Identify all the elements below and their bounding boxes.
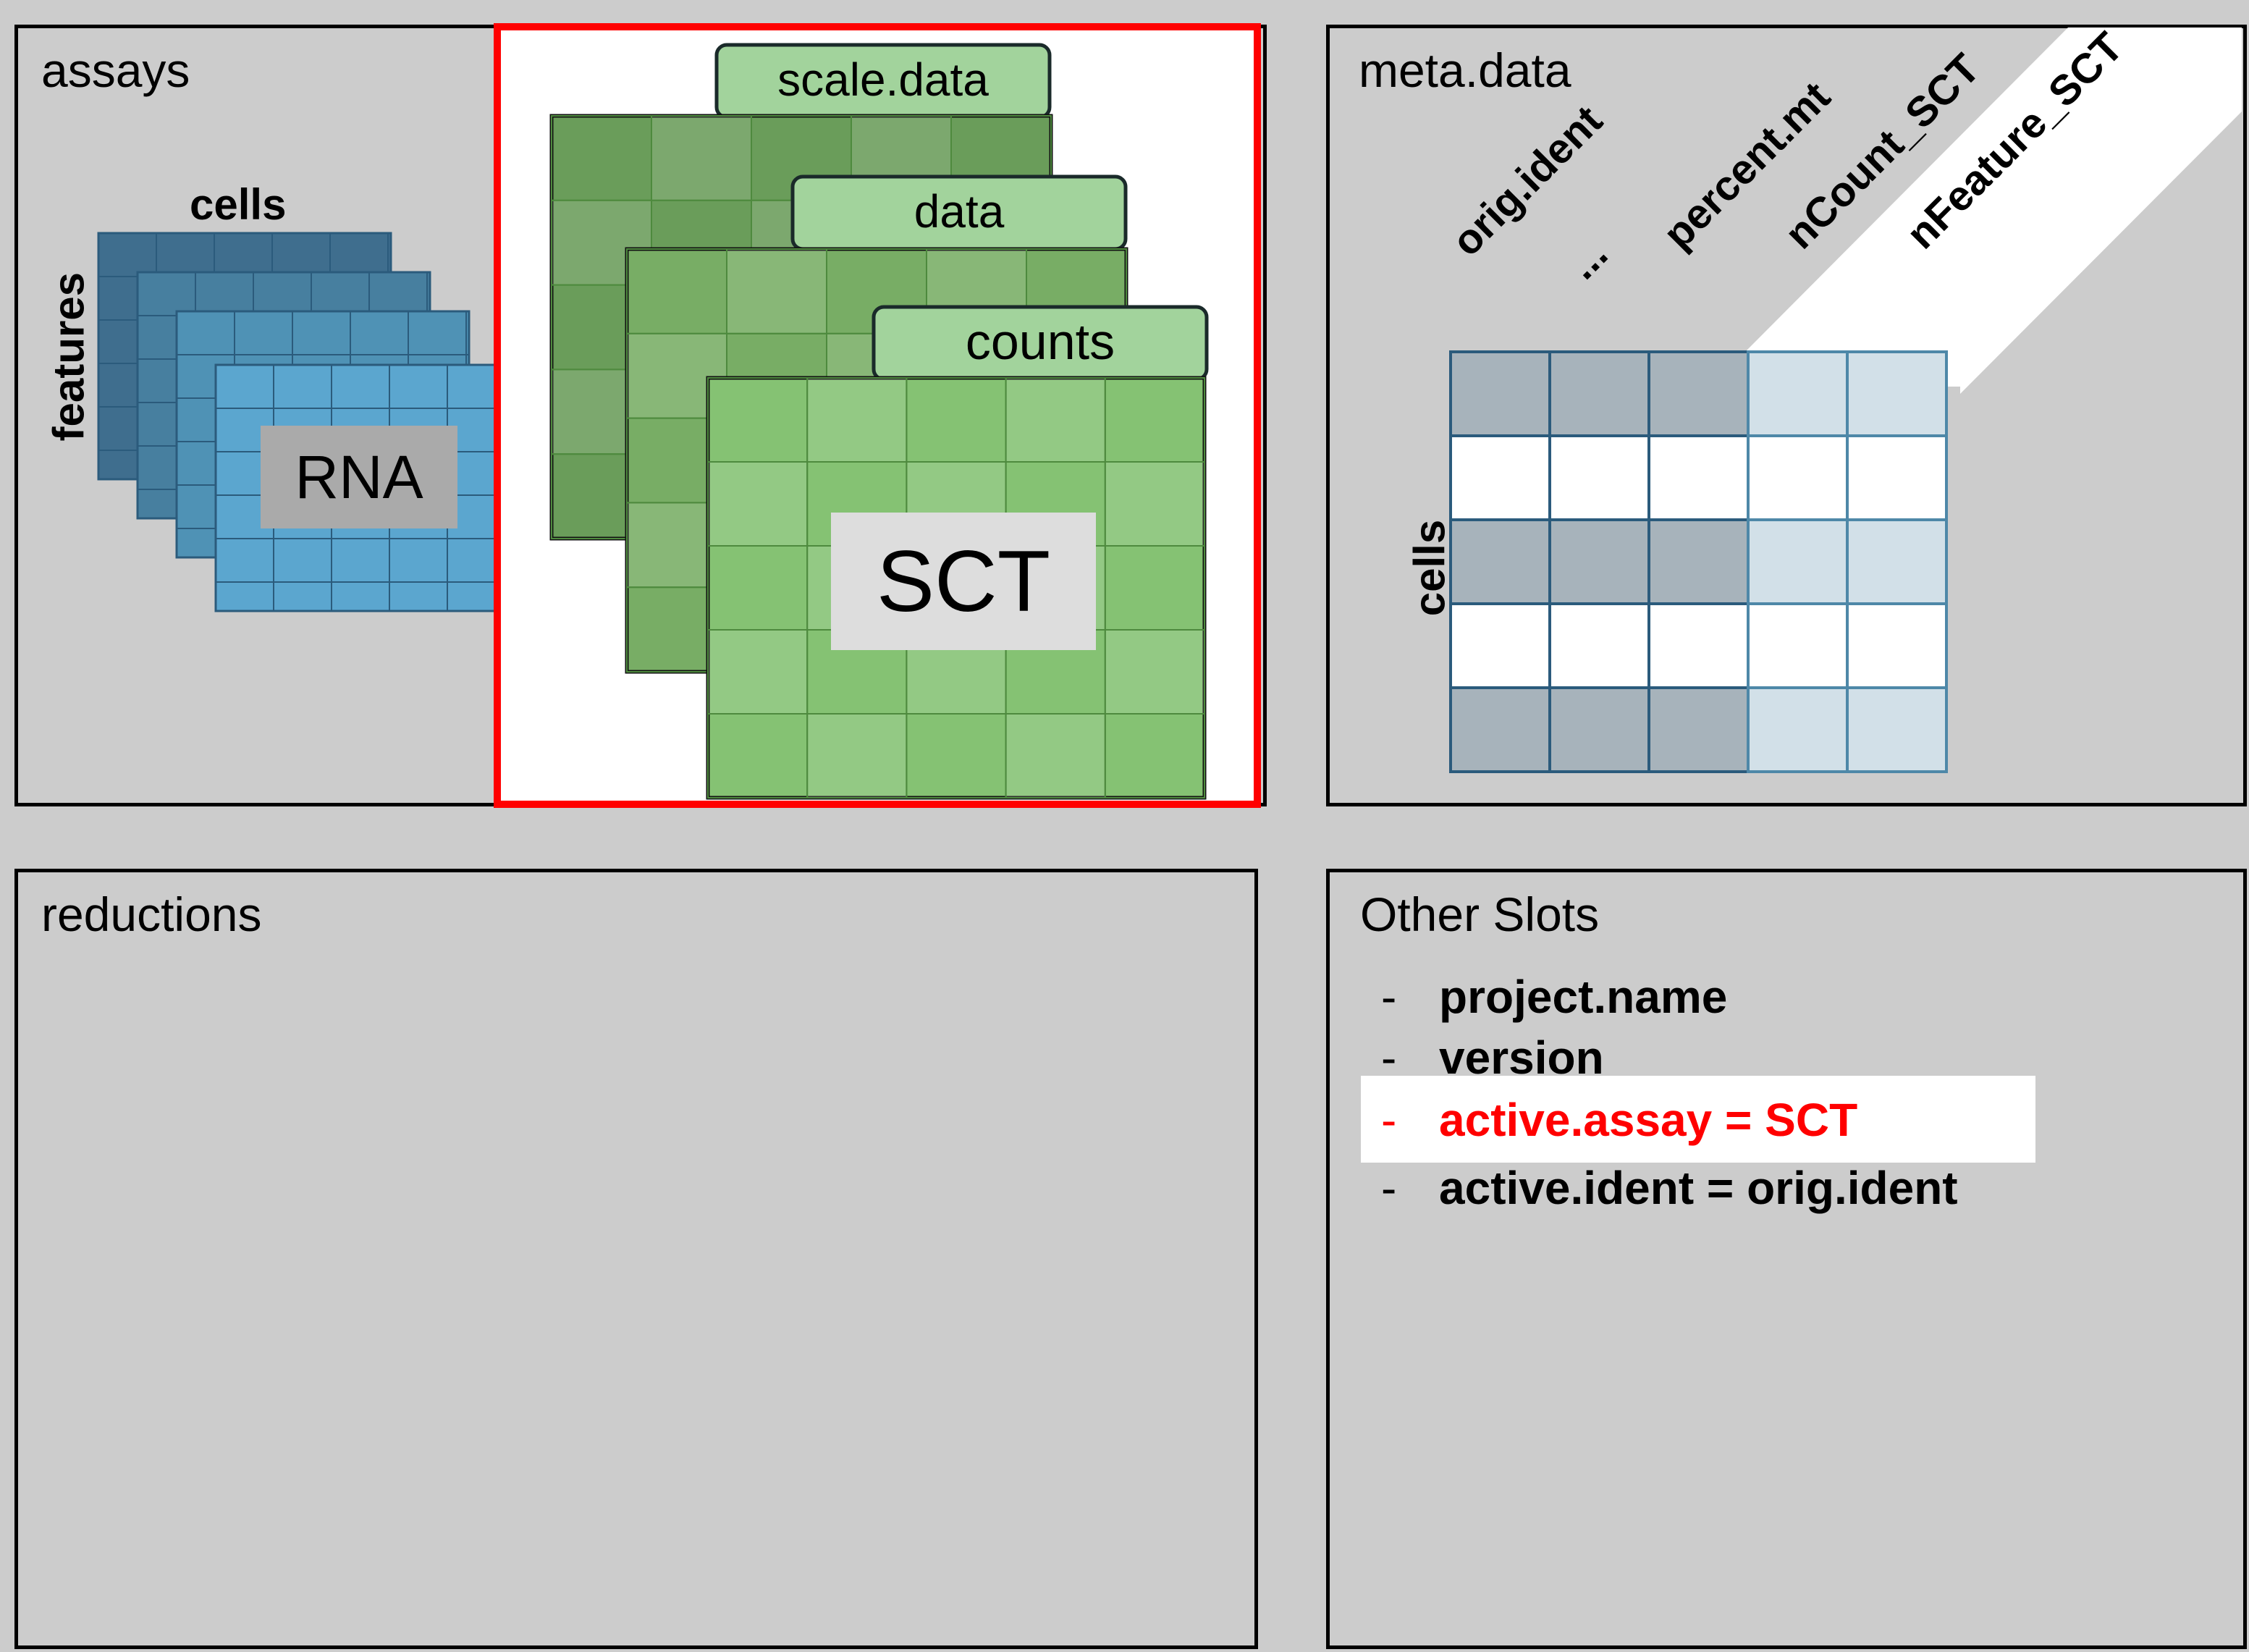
slot-text: active.assay = SCT	[1439, 1094, 1858, 1146]
meta-cell	[1647, 350, 1750, 437]
meta-cell	[1647, 434, 1750, 521]
meta-cell	[1846, 434, 1948, 521]
meta-data-diagram	[1449, 28, 2242, 773]
meta-cell	[1747, 434, 1849, 521]
meta-data-title: meta.data	[1359, 43, 1571, 97]
slot-dash: -	[1381, 1094, 1397, 1146]
meta-cell	[1647, 686, 1750, 773]
other-slot-item: -version	[1381, 1031, 1604, 1084]
meta-cells-label: cells	[1405, 519, 1454, 617]
sct-layer	[706, 305, 1209, 800]
meta-cell	[1548, 686, 1650, 773]
meta-cell	[1747, 518, 1849, 605]
meta-cell	[1846, 350, 1948, 437]
meta-cell	[1747, 686, 1849, 773]
slot-text: project.name	[1439, 971, 1728, 1023]
meta-cell	[1449, 434, 1551, 521]
sct-tab-data: data	[913, 185, 1005, 237]
other-slot-item: -active.ident = orig.ident	[1381, 1161, 1958, 1215]
meta-cell	[1846, 518, 1948, 605]
other-slot-item-highlighted: -active.assay = SCT	[1381, 1093, 1857, 1147]
meta-cell	[1548, 350, 1650, 437]
meta-cell	[1449, 350, 1551, 437]
meta-cell	[1647, 602, 1750, 689]
slot-text: version	[1439, 1032, 1604, 1084]
assays-title: assays	[41, 43, 190, 97]
meta-cell	[1846, 686, 1948, 773]
meta-cell	[1548, 602, 1650, 689]
slot-dash: -	[1381, 971, 1397, 1023]
meta-cell	[1449, 518, 1551, 605]
slot-text: active.ident = orig.ident	[1439, 1162, 1958, 1214]
other-slots-title: Other Slots	[1360, 888, 1600, 941]
reductions-panel: reductions	[14, 869, 1258, 1649]
meta-cell	[1647, 518, 1750, 605]
meta-cell	[1449, 686, 1551, 773]
meta-cell	[1449, 602, 1551, 689]
rna-assay-label: RNA	[261, 426, 457, 528]
meta-cell	[1747, 350, 1849, 437]
sct-assay-stack	[549, 43, 1209, 800]
meta-cell	[1747, 602, 1849, 689]
reductions-title: reductions	[41, 888, 262, 941]
active-assay-highlight	[1361, 1076, 2035, 1163]
other-slot-item: -project.name	[1381, 970, 1727, 1024]
new-columns-highlight	[1747, 28, 2242, 394]
rna-cells-label: cells	[190, 180, 287, 229]
meta-cell	[1846, 602, 1948, 689]
sct-assay-label: SCT	[831, 513, 1096, 650]
sct-tab-scale-data: scale.data	[777, 54, 989, 106]
other-slots-panel: Other Slots	[1326, 869, 2247, 1649]
sct-tab-counts: counts	[965, 313, 1115, 370]
meta-cell	[1548, 434, 1650, 521]
meta-cell	[1548, 518, 1650, 605]
slot-dash: -	[1381, 1032, 1397, 1084]
slot-dash: -	[1381, 1162, 1397, 1214]
